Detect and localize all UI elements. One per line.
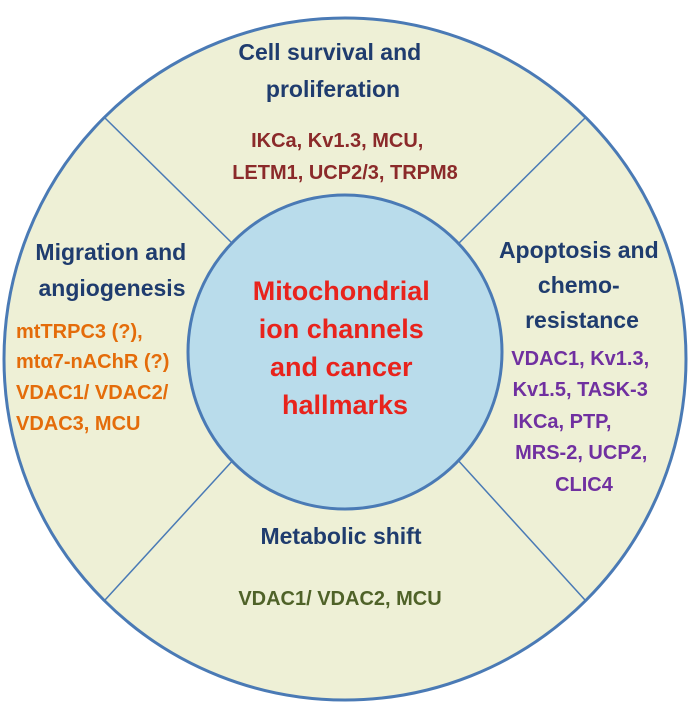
item-line: MRS-2, UCP2, (515, 442, 647, 464)
center-line: and cancer (270, 352, 413, 382)
divider-top-left (104, 117, 236, 247)
title-line: Cell survival and (238, 39, 421, 65)
bottom-section-title: Metabolic shift (260, 523, 421, 549)
center-line: hallmarks (282, 390, 408, 420)
title-line: Apoptosis and (499, 237, 659, 263)
top-section-title: Cell survival and proliferation (238, 39, 427, 102)
title-line: chemo- (538, 272, 620, 298)
title-line: resistance (525, 307, 639, 333)
item-line: VDAC1/ VDAC2, MCU (238, 588, 441, 610)
item-line: mtα7-nAChR (?) (16, 351, 169, 373)
left-section-items: mtTRPC3 (?), mtα7-nAChR (?) VDAC1/ VDAC2… (16, 321, 175, 435)
item-line: IKCa, PTP, (513, 411, 612, 433)
top-section-items: IKCa, Kv1.3, MCU, LETM1, UCP2/3, TRPM8 (232, 130, 458, 184)
title-line: proliferation (266, 76, 400, 102)
bottom-section-items: VDAC1/ VDAC2, MCU (238, 588, 441, 610)
right-section-title: Apoptosis and chemo- resistance (499, 237, 665, 333)
item-line: Kv1.5, TASK-3 (513, 379, 648, 401)
center-line: ion channels (259, 314, 424, 344)
item-line: CLIC4 (555, 474, 614, 496)
title-line: Metabolic shift (260, 523, 421, 549)
divider-bottom-right (455, 457, 586, 601)
right-section-items: VDAC1, Kv1.3, Kv1.5, TASK-3 IKCa, PTP, M… (511, 348, 654, 496)
left-section-title: Migration and angiogenesis (35, 239, 192, 301)
item-line: IKCa, Kv1.3, MCU, (251, 130, 423, 152)
center-label: Mitochondrial ion channels and cancer ha… (253, 276, 438, 420)
item-line: LETM1, UCP2/3, TRPM8 (232, 162, 458, 184)
divider-top-right (455, 117, 586, 247)
center-circle (186, 193, 504, 511)
center-line: Mitochondrial (253, 276, 430, 306)
title-line: Migration and (35, 239, 186, 265)
divider-bottom-left (104, 457, 236, 601)
item-line: VDAC3, MCU (16, 413, 140, 435)
item-line: VDAC1/ VDAC2/ (16, 382, 169, 404)
item-line: mtTRPC3 (?), (16, 321, 143, 343)
title-line: angiogenesis (39, 275, 186, 301)
item-line: VDAC1, Kv1.3, (511, 348, 649, 370)
